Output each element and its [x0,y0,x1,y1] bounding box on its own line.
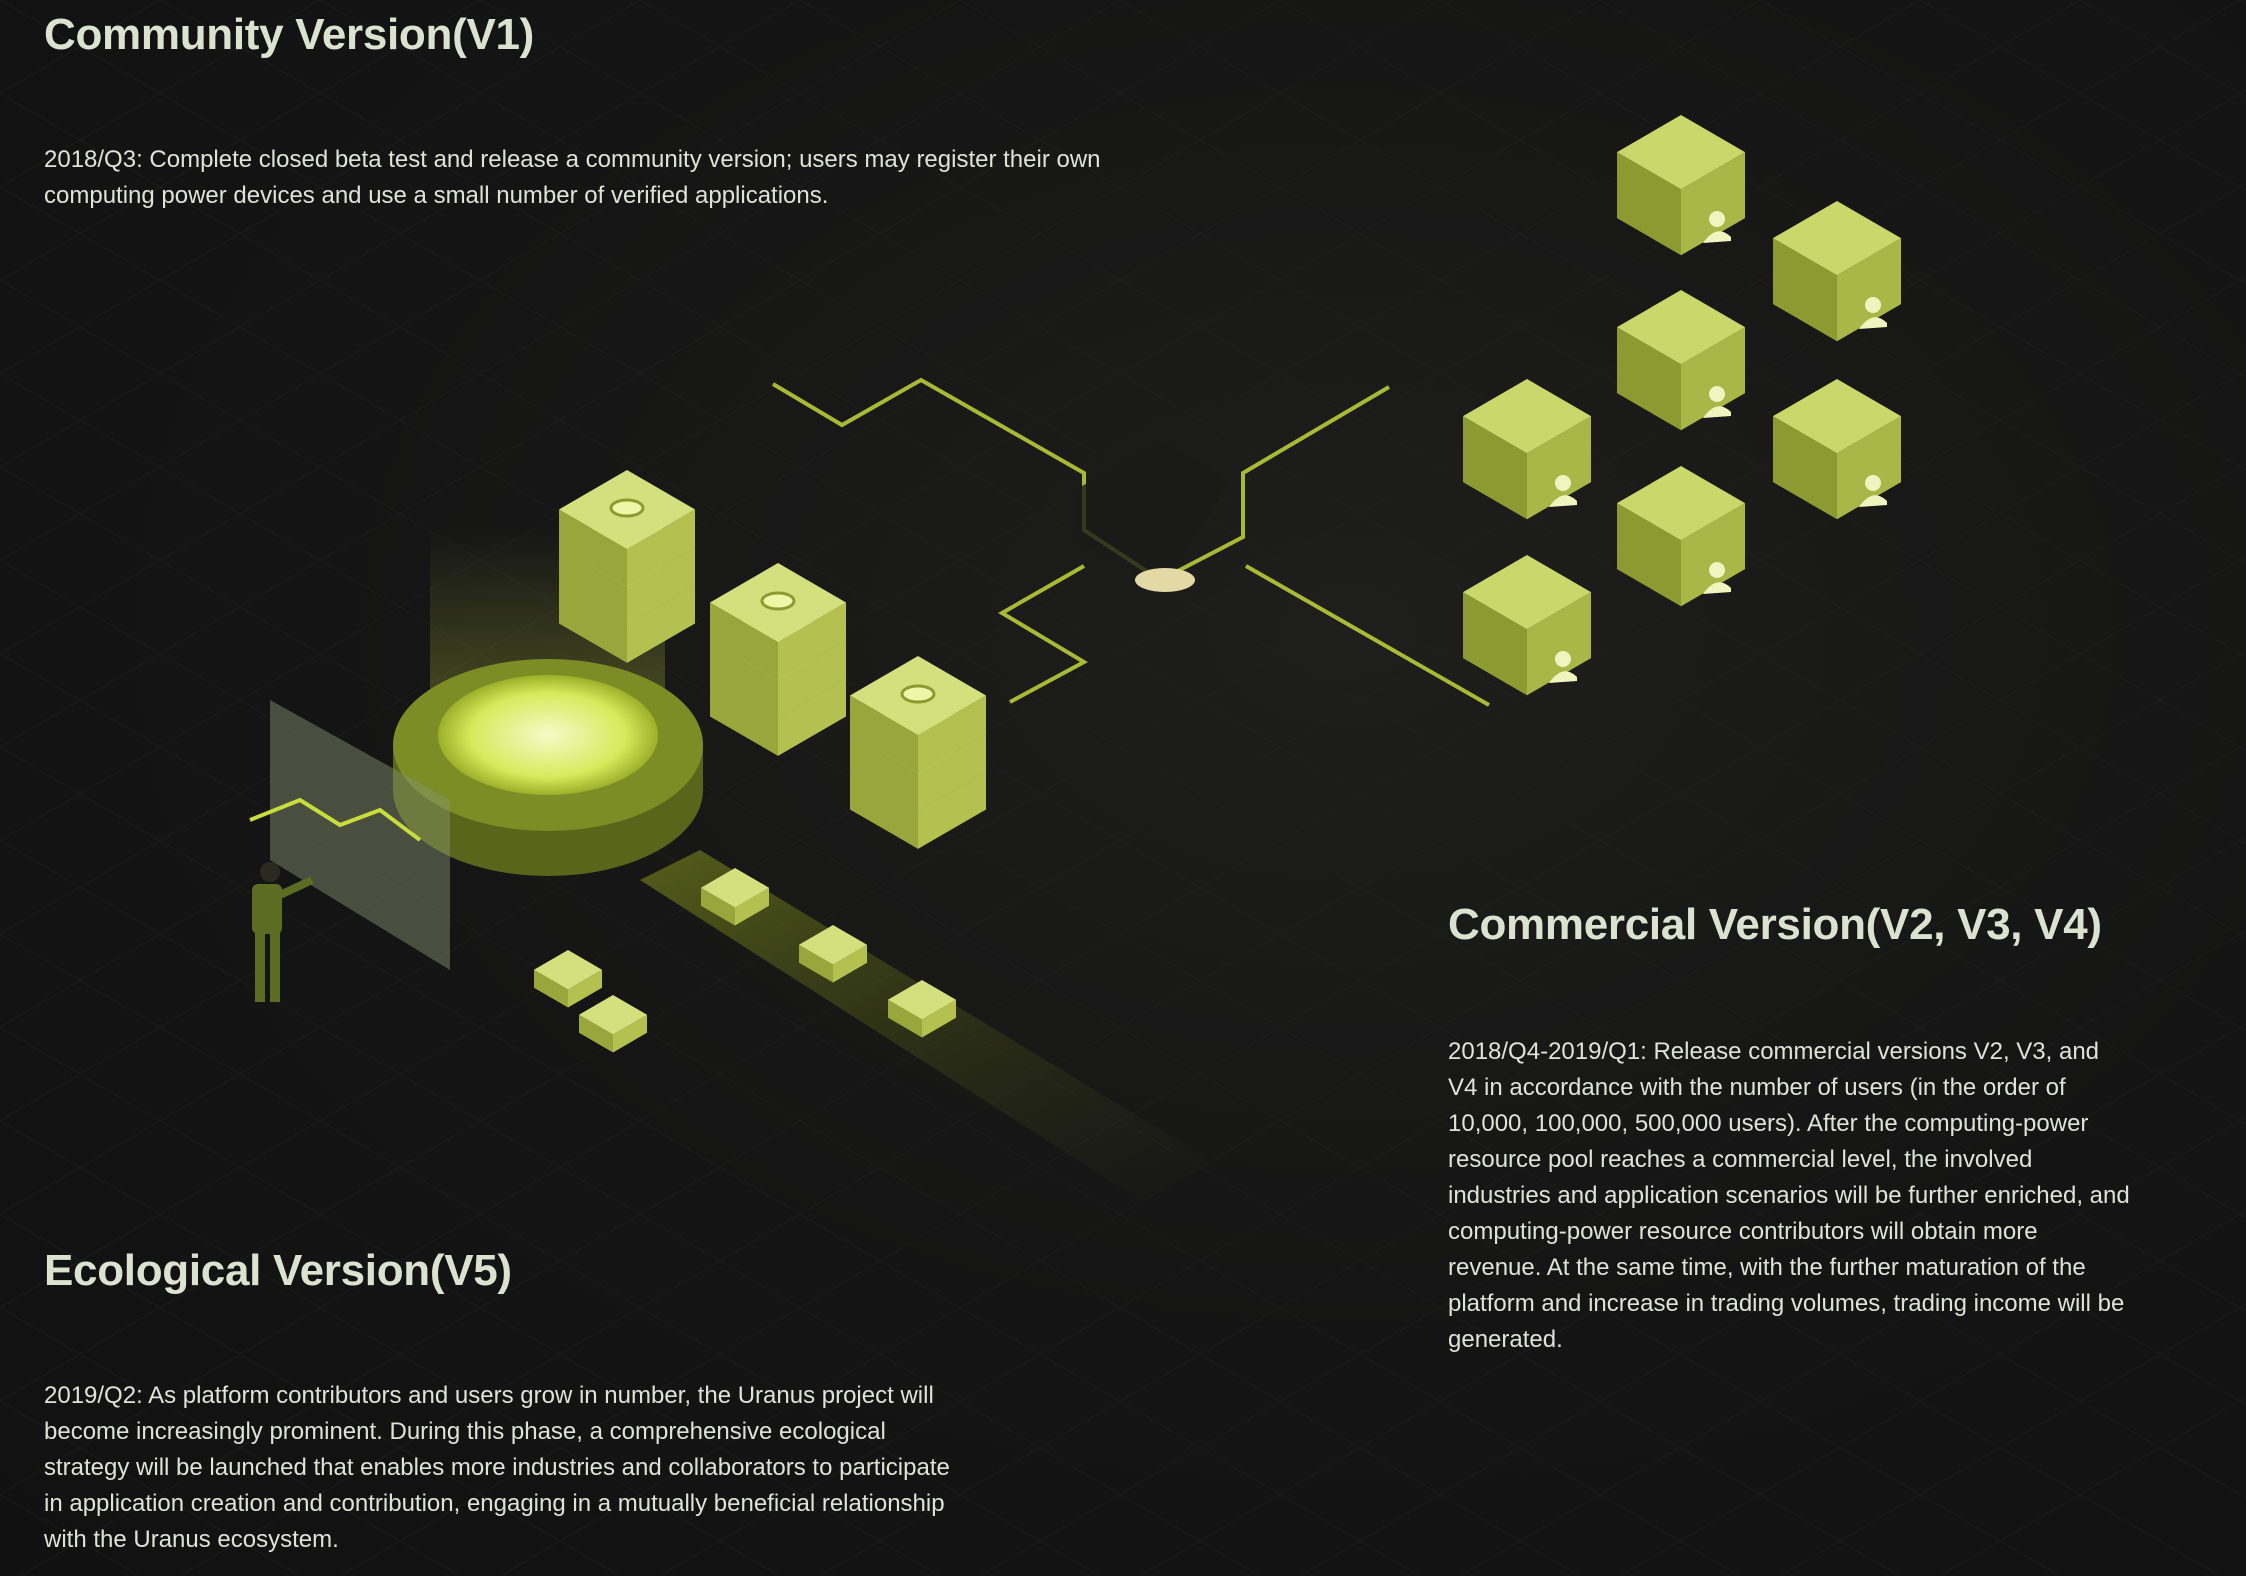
ecological-title: Ecological Version(V5) [44,1246,512,1295]
user-cube [1617,466,1745,607]
router-chip-icon [1075,440,1230,592]
text-line: generated. [1448,1326,1563,1353]
person-icon [252,862,314,1002]
data-packet [799,925,867,983]
user-icon [1865,475,1881,491]
user-cube [1773,201,1901,342]
ecological-description: 2019/Q2: As platform contributors and us… [44,1378,950,1558]
text-line: become increasingly prominent. During th… [44,1418,886,1445]
user-icon [1709,562,1725,578]
data-packet [579,995,647,1053]
text-line: 2019/Q2: As platform contributors and us… [44,1382,934,1409]
text-line: strategy will be launched that enables m… [44,1454,950,1481]
community-title: Community Version(V1) [44,10,535,59]
resource-pool-disc [393,659,703,876]
text-line: computing-power resource contributors wi… [1448,1218,2038,1245]
text-line: 2018/Q3: Complete closed beta test and r… [44,146,1101,173]
server-light-icon [609,498,645,518]
text-line: resource pool reaches a commercial level… [1448,1146,2033,1173]
text-line: with the Uranus ecosystem. [44,1526,339,1553]
text-line: 10,000, 100,000, 500,000 users). After t… [1448,1110,2089,1137]
commercial-title: Commercial Version(V2, V3, V4) [1448,900,2102,949]
user-node-cubes [1463,115,1901,696]
data-packet [534,950,602,1008]
user-cube [1463,555,1591,696]
user-cube [1773,379,1901,520]
user-icon [1555,651,1571,667]
server-light-icon [900,684,936,704]
user-icon [1555,475,1571,491]
analytics-panel [249,700,450,970]
user-icon [1709,211,1725,227]
user-cube [1617,290,1745,431]
community-description: 2018/Q3: Complete closed beta test and r… [44,142,1101,214]
text-line: industries and application scenarios wil… [1448,1182,2130,1209]
text-line: revenue. At the same time, with the furt… [1448,1254,2086,1281]
user-cube [1617,115,1745,256]
user-cube [1463,379,1591,520]
server-light-icon [760,591,796,611]
data-packets [534,868,956,1053]
server-stacks [559,470,986,849]
data-packet [888,980,956,1038]
user-icon [1865,297,1881,313]
text-line: in application creation and contribution… [44,1490,945,1517]
text-line: computing power devices and use a small … [44,182,829,209]
text-line: 2018/Q4-2019/Q1: Release commercial vers… [1448,1038,2100,1065]
text-line: platform and increase in trading volumes… [1448,1290,2125,1317]
text-line: V4 in accordance with the number of user… [1448,1074,2066,1101]
user-icon [1709,386,1725,402]
data-packet [701,868,769,926]
commercial-description: 2018/Q4-2019/Q1: Release commercial vers… [1448,1034,2130,1358]
